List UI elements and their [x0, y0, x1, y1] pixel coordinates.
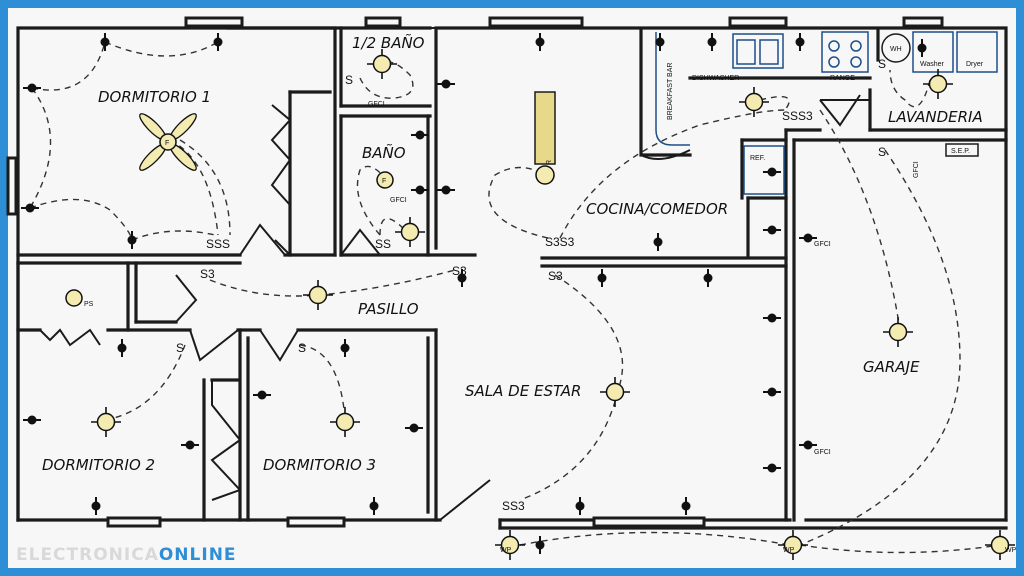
switch-half-bath: S: [345, 73, 353, 87]
switch-kitchen-2: SSS3: [782, 109, 813, 123]
light-closet: [65, 289, 83, 307]
room-kitchen: COCINA/COMEDOR: [586, 200, 728, 218]
room-dormitorio-1: DORMITORIO 1: [98, 88, 211, 106]
plan-paper: [8, 8, 1016, 568]
windows: [6, 16, 944, 528]
label-dishwasher: DISHWASHER: [692, 75, 739, 82]
light-bath-fan: [376, 171, 394, 189]
label-wp-1: WP: [500, 547, 512, 554]
room-bath: BAÑO: [362, 143, 406, 162]
switch-kitchen: S3S3: [545, 235, 575, 249]
label-wp-3: WP: [1005, 547, 1017, 554]
label-breakfast-bar: BREAKFAST BAR: [667, 63, 674, 120]
switch-dorm2: S: [176, 341, 184, 355]
light-kitchen-r: [535, 165, 555, 185]
label-dryer: Dryer: [966, 61, 984, 68]
room-garage: GARAJE: [863, 358, 920, 376]
service-panel: [945, 143, 979, 157]
door-swings: [39, 27, 870, 521]
label-gfci-5: GFCI: [913, 161, 920, 178]
switch-living-1: S3: [548, 269, 563, 283]
brand-watermark: ELECTRONICAONLINE: [16, 545, 237, 565]
switch-hall-1: S3: [200, 267, 215, 281]
room-living: SALA DE ESTAR: [465, 382, 581, 400]
label-ref: REF.: [750, 155, 765, 162]
label-ps: PS: [84, 301, 94, 308]
switch-bath: SS: [375, 237, 391, 251]
switch-dorm1: SSS: [206, 237, 230, 251]
label-gfci-1: GFCI: [368, 101, 385, 108]
label-water-heater: WH: [890, 46, 902, 53]
room-half-bath: 1/2 BAÑO: [352, 33, 425, 52]
switch-hall-2: S3: [452, 264, 467, 278]
ceiling-light-bar: [534, 91, 556, 165]
label-gfci-2: GFCI: [390, 197, 407, 204]
walls: [16, 26, 1008, 530]
switch-living-2: SS3: [502, 499, 525, 513]
switch-laundry: S: [878, 57, 886, 71]
label-fan: F: [165, 140, 169, 147]
room-dormitorio-3: DORMITORIO 3: [263, 456, 376, 474]
label-wp-2: WP: [783, 547, 795, 554]
label-washer: Washer: [920, 61, 945, 68]
ceiling-fan-icon: [139, 113, 197, 171]
label-gfci-3: GFCI: [814, 241, 831, 248]
room-laundry: LAVANDERIA: [888, 108, 983, 126]
switch-garage: S: [878, 145, 886, 159]
circuit-wiring: [29, 41, 1001, 554]
label-sep: S.E.P.: [951, 148, 970, 155]
room-hall: PASILLO: [358, 300, 419, 318]
switch-dorm3: S: [298, 341, 306, 355]
room-dormitorio-2: DORMITORIO 2: [42, 456, 155, 474]
label-recept: R: [546, 160, 553, 165]
label-range: RANGE: [830, 75, 855, 82]
water-heater: [881, 33, 911, 63]
label-fan-bath: F: [382, 178, 386, 185]
label-gfci-4: GFCI: [814, 449, 831, 456]
appliances: [655, 31, 998, 195]
